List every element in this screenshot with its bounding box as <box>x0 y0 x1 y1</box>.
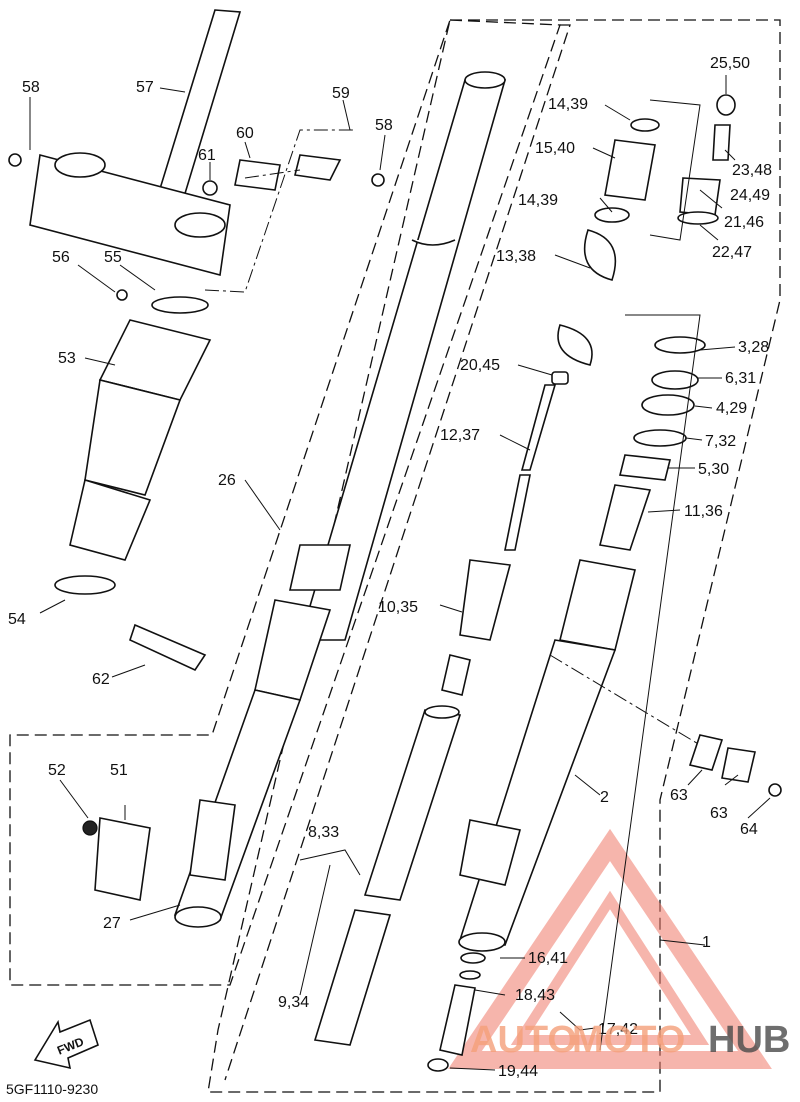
label-21: 21,46 <box>724 214 764 231</box>
steering-assembly <box>8 9 385 301</box>
label-16: 16,41 <box>528 950 568 967</box>
watermark-part3: HUB <box>708 1019 790 1061</box>
label-61: 61 <box>198 147 216 164</box>
alignment-lines <box>204 99 701 1051</box>
watermark-part2: MOTO <box>572 1019 685 1061</box>
label-62: 62 <box>92 671 110 688</box>
label-56: 56 <box>52 249 70 266</box>
springs-caps <box>557 94 736 366</box>
leader-lines <box>29 75 771 1071</box>
label-3: 3,28 <box>738 339 769 356</box>
label-19: 19,44 <box>498 1063 538 1080</box>
outer-tube-right <box>458 336 706 952</box>
fwd-arrow: FWD <box>33 1018 99 1070</box>
label-57: 57 <box>136 79 154 96</box>
label-53: 53 <box>58 350 76 367</box>
label-54: 54 <box>8 611 26 628</box>
label-15: 15,40 <box>535 140 575 157</box>
label-6: 6,31 <box>725 370 756 387</box>
bottom-bolts <box>427 952 486 1072</box>
lower-tube-left <box>173 689 302 928</box>
outer-tube-left <box>254 71 507 701</box>
inner-components <box>313 371 569 1046</box>
diagram-code: 5GF1110-9230 <box>6 1081 98 1097</box>
label-2: 2 <box>600 789 609 806</box>
label-60: 60 <box>236 125 254 142</box>
label-58-right: 58 <box>375 117 393 134</box>
label-27: 27 <box>103 915 121 932</box>
label-23: 23,48 <box>732 162 772 179</box>
label-22: 22,47 <box>712 244 752 261</box>
label-7: 7,32 <box>705 433 736 450</box>
label-10: 10,35 <box>378 599 418 616</box>
label-63-left: 63 <box>670 787 688 804</box>
label-26: 26 <box>218 472 236 489</box>
watermark-wordmark: AUTO MOTO HUB <box>470 1019 790 1061</box>
label-17: 17,42 <box>598 1021 638 1038</box>
label-8: 8,33 <box>308 824 339 841</box>
label-13: 13,38 <box>496 248 536 265</box>
watermark-logo <box>448 828 772 1069</box>
label-55: 55 <box>104 249 122 266</box>
label-52: 52 <box>48 762 66 779</box>
label-20: 20,45 <box>460 357 500 374</box>
group-outlines <box>9 19 781 1093</box>
label-4: 4,29 <box>716 400 747 417</box>
part-labels: 1 2 3,28 4,29 5,30 6,31 7,32 8,33 9,34 1… <box>8 55 772 1080</box>
label-14-mid: 14,39 <box>518 192 558 209</box>
label-25: 25,50 <box>710 55 750 72</box>
label-24: 24,49 <box>730 187 770 204</box>
label-58-left: 58 <box>22 79 40 96</box>
fork-boot <box>54 296 212 672</box>
label-63-right: 63 <box>710 805 728 822</box>
label-5: 5,30 <box>698 461 729 478</box>
label-9: 9,34 <box>278 994 309 1011</box>
label-64: 64 <box>740 821 758 838</box>
brackets <box>82 734 782 901</box>
label-12: 12,37 <box>440 427 480 444</box>
label-59: 59 <box>332 85 350 102</box>
label-51: 51 <box>110 762 128 779</box>
label-14-top: 14,39 <box>548 96 588 113</box>
label-1: 1 <box>702 934 711 951</box>
label-11: 11,36 <box>684 503 723 520</box>
watermark-part1: AUTO <box>470 1019 577 1061</box>
label-18: 18,43 <box>515 987 555 1004</box>
